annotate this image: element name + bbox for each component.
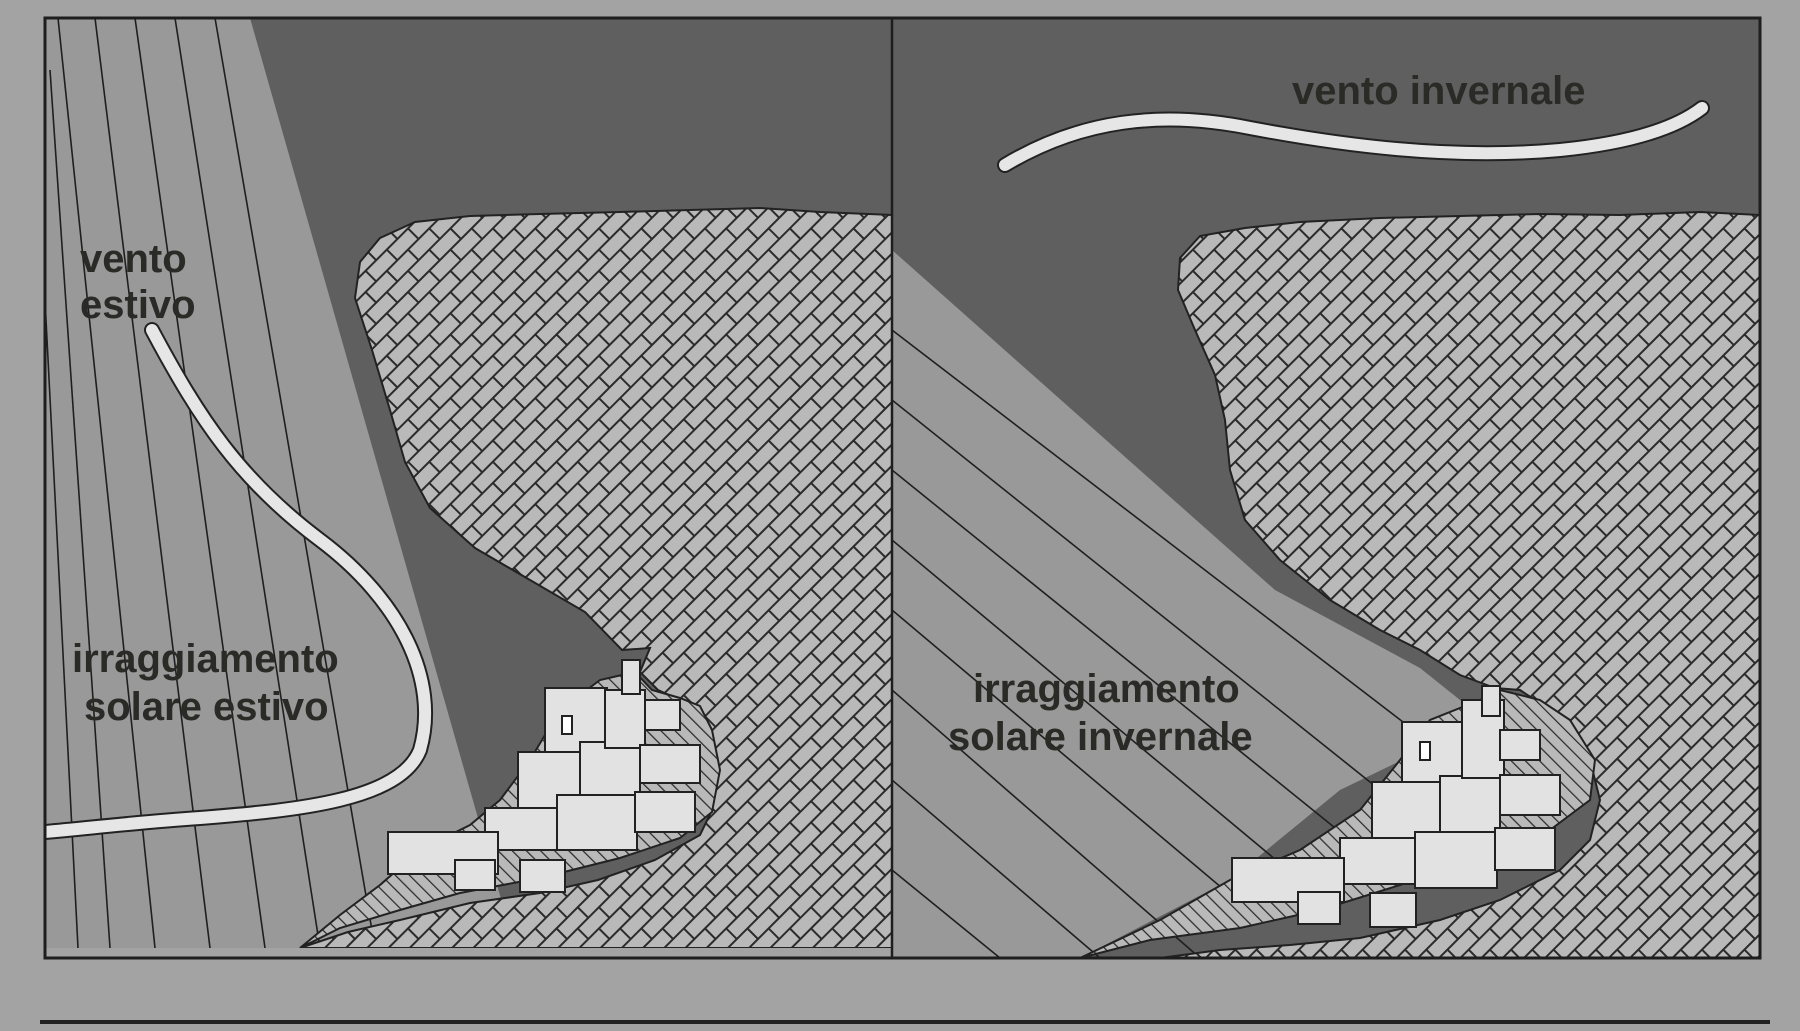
house-block-icon	[556, 794, 638, 851]
summer-wind-label-line2: estivo	[80, 283, 196, 327]
house-window-icon	[561, 715, 573, 735]
summer-wind-arrow-icon	[45, 324, 432, 838]
panel-border	[43, 16, 1762, 960]
summer-sun-band	[45, 18, 515, 948]
summer-panel: vento estivo irraggiamento solare estivo	[45, 18, 892, 948]
house-block-icon	[1499, 774, 1561, 816]
winter-houses	[1231, 685, 1561, 928]
winter-wind-arrow-icon	[999, 102, 1708, 171]
house-block-icon	[1481, 685, 1501, 717]
house-block-icon	[1401, 721, 1465, 793]
house-block-icon	[519, 859, 566, 893]
house-block-icon	[639, 744, 701, 784]
summer-houses	[387, 659, 701, 893]
house-block-icon	[644, 699, 681, 731]
house-block-icon	[1499, 729, 1541, 761]
house-block-icon	[454, 859, 496, 891]
house-block-icon	[634, 791, 696, 833]
house-block-icon	[1369, 892, 1417, 928]
winter-sun-label-line2: solare invernale	[948, 715, 1253, 759]
winter-wind-label: vento invernale	[1292, 69, 1585, 113]
winter-panel: vento invernale irraggiamento solare inv…	[892, 18, 1760, 958]
summer-sun-label-line2: solare estivo	[84, 685, 329, 729]
winter-cliff-rock	[1159, 210, 1760, 958]
summer-wind-label-line1: vento	[80, 237, 187, 281]
summer-sun-label-line1: irraggiamento	[72, 637, 339, 681]
house-block-icon	[621, 659, 641, 695]
house-block-icon	[1414, 831, 1498, 889]
house-block-icon	[604, 689, 646, 749]
house-block-icon	[1297, 891, 1341, 925]
winter-sun-label-line1: irraggiamento	[973, 667, 1240, 711]
winter-sun-rays	[892, 329, 1421, 958]
winter-sun-band	[892, 250, 1485, 958]
house-block-icon	[1494, 827, 1556, 871]
house-window-icon	[1419, 741, 1431, 761]
